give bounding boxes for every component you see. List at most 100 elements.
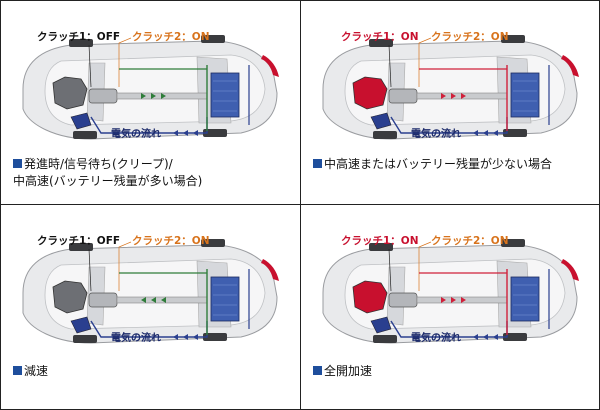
wheel <box>373 335 397 343</box>
wheel <box>503 333 527 341</box>
clutch1-leader-line <box>88 44 92 88</box>
electric-flow-label: 電気の流れ <box>411 129 461 140</box>
flow-arrow <box>193 334 198 340</box>
flow-arrow <box>173 130 178 136</box>
caption-marker <box>13 159 22 168</box>
clutch2-label: クラッチ2：ON <box>132 235 210 247</box>
flow-arrow <box>473 130 478 136</box>
battery <box>210 72 240 118</box>
wheel <box>369 39 393 47</box>
panel-caption: 全開加速 <box>313 363 372 380</box>
engine-block <box>352 280 388 314</box>
panel-decel: クラッチ1：OFF クラッチ2：ON 電気の流れ 減速 <box>1 205 300 408</box>
clutch2-leader-line <box>418 37 432 87</box>
flow-arrow <box>141 297 146 303</box>
car-drivetrain-diagram <box>22 35 279 140</box>
wheel <box>73 335 97 343</box>
car-drivetrain-diagram <box>322 239 579 344</box>
clutch1-label: クラッチ1：OFF <box>37 31 121 43</box>
wheel <box>373 131 397 139</box>
clutch2-label: クラッチ2：ON <box>431 235 509 247</box>
inverter <box>370 112 392 130</box>
clutch2-leader-line <box>118 241 132 291</box>
flow-arrow <box>173 334 178 340</box>
motor-unit <box>388 88 418 104</box>
engine-block <box>352 76 388 110</box>
panel-caption: 発進時/信号待ち(クリープ)/ 中高速(バッテリー残量が多い場合) <box>13 156 202 190</box>
flow-arrow <box>193 130 198 136</box>
flow-arrow <box>161 93 166 99</box>
wheel <box>503 129 527 137</box>
electric-flow-label: 電気の流れ <box>111 333 161 344</box>
flow-arrow <box>441 297 446 303</box>
wheel <box>201 239 225 247</box>
panel-caption: 中高速またはバッテリー残量が少ない場合 <box>313 156 552 173</box>
panel-full-accel: クラッチ1：ON クラッチ2：ON 電気の流れ 全開加速 <box>301 205 600 408</box>
flow-arrow <box>461 297 466 303</box>
wheel <box>69 39 93 47</box>
caption-line-1: 減速 <box>24 364 49 378</box>
clutch2-label: クラッチ2：ON <box>132 31 210 43</box>
tail-light <box>561 259 579 281</box>
clutch1-label: クラッチ1：OFF <box>37 235 121 247</box>
flow-arrow <box>441 93 446 99</box>
wheel <box>69 243 93 251</box>
electric-flow-label: 電気の流れ <box>111 129 161 140</box>
caption-line-1: 全開加速 <box>324 364 373 378</box>
caption-marker <box>313 159 322 168</box>
caption-line-1: 中高速またはバッテリー残量が少ない場合 <box>324 157 553 171</box>
flow-arrow <box>493 130 498 136</box>
caption-marker <box>13 366 22 375</box>
inverter <box>70 112 92 130</box>
flow-arrow <box>141 93 146 99</box>
tail-light <box>261 55 279 77</box>
clutch1-label: クラッチ1：ON <box>341 235 419 247</box>
flow-arrow <box>183 130 188 136</box>
flow-arrow <box>493 334 498 340</box>
flow-arrow <box>451 93 456 99</box>
wheel <box>501 239 525 247</box>
caption-marker <box>313 366 322 375</box>
motor-unit <box>88 292 118 308</box>
wheel <box>203 333 227 341</box>
wheel <box>203 129 227 137</box>
motor-unit <box>88 88 118 104</box>
inverter <box>70 316 92 334</box>
flow-arrow <box>151 297 156 303</box>
engine-block <box>52 76 88 110</box>
flow-arrow <box>473 334 478 340</box>
inverter <box>370 316 392 334</box>
tail-light <box>561 55 579 77</box>
battery <box>510 276 540 322</box>
motor-unit <box>388 292 418 308</box>
flow-arrow <box>151 93 156 99</box>
panel-creep: クラッチ1：OFF クラッチ2：ON 電気の流れ 発進時/信号待ち(クリープ)/… <box>1 1 300 204</box>
clutch1-leader-line <box>388 44 392 88</box>
wheel <box>73 131 97 139</box>
engine-block <box>52 280 88 314</box>
flow-arrow <box>461 93 466 99</box>
clutch2-label: クラッチ2：ON <box>431 31 509 43</box>
panel-charge: クラッチ1：ON クラッチ2：ON 電気の流れ 中高速またはバッテリー残量が少な… <box>301 1 600 204</box>
flow-arrow <box>183 334 188 340</box>
caption-line-2: 中高速(バッテリー残量が多い場合) <box>13 174 203 188</box>
clutch2-leader-line <box>418 241 432 291</box>
tail-light <box>261 259 279 281</box>
flow-arrow <box>483 334 488 340</box>
grid-divider-vertical <box>300 1 301 409</box>
flow-arrow <box>451 297 456 303</box>
battery <box>510 72 540 118</box>
clutch1-leader-line <box>88 248 92 292</box>
panel-caption: 減速 <box>13 363 48 380</box>
clutch2-leader-line <box>118 37 132 87</box>
flow-arrow <box>483 130 488 136</box>
flow-arrow <box>161 297 166 303</box>
caption-line-1: 発進時/信号待ち(クリープ)/ <box>24 157 173 171</box>
battery <box>210 276 240 322</box>
wheel <box>201 35 225 43</box>
clutch1-leader-line <box>388 248 392 292</box>
car-drivetrain-diagram <box>322 35 579 140</box>
wheel <box>369 243 393 251</box>
car-drivetrain-diagram <box>22 239 279 344</box>
